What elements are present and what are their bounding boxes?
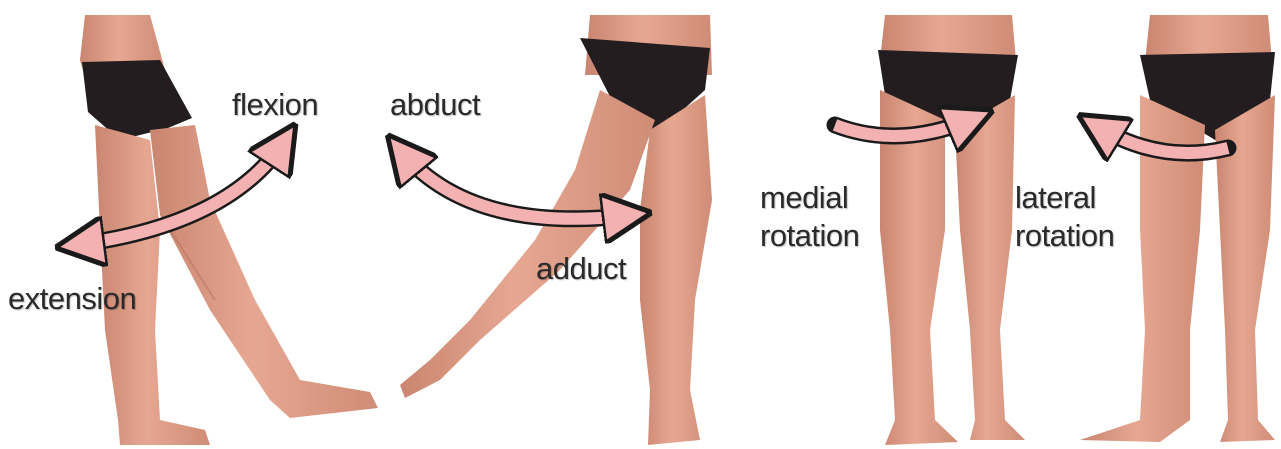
extension-label: extension	[8, 282, 136, 316]
medial-label-line1: medial	[760, 180, 848, 215]
medial-label-line2: rotation	[760, 218, 859, 253]
adduct-label: adduct	[536, 252, 626, 286]
lateral-label-line2: rotation	[1015, 218, 1114, 253]
legs-front-medial-icon	[878, 15, 1025, 445]
abduct-label: abduct	[390, 88, 480, 122]
lateral-label-line1: lateral	[1015, 180, 1096, 215]
leg-abduction-icon	[400, 15, 712, 445]
flexion-label: flexion	[232, 88, 318, 122]
